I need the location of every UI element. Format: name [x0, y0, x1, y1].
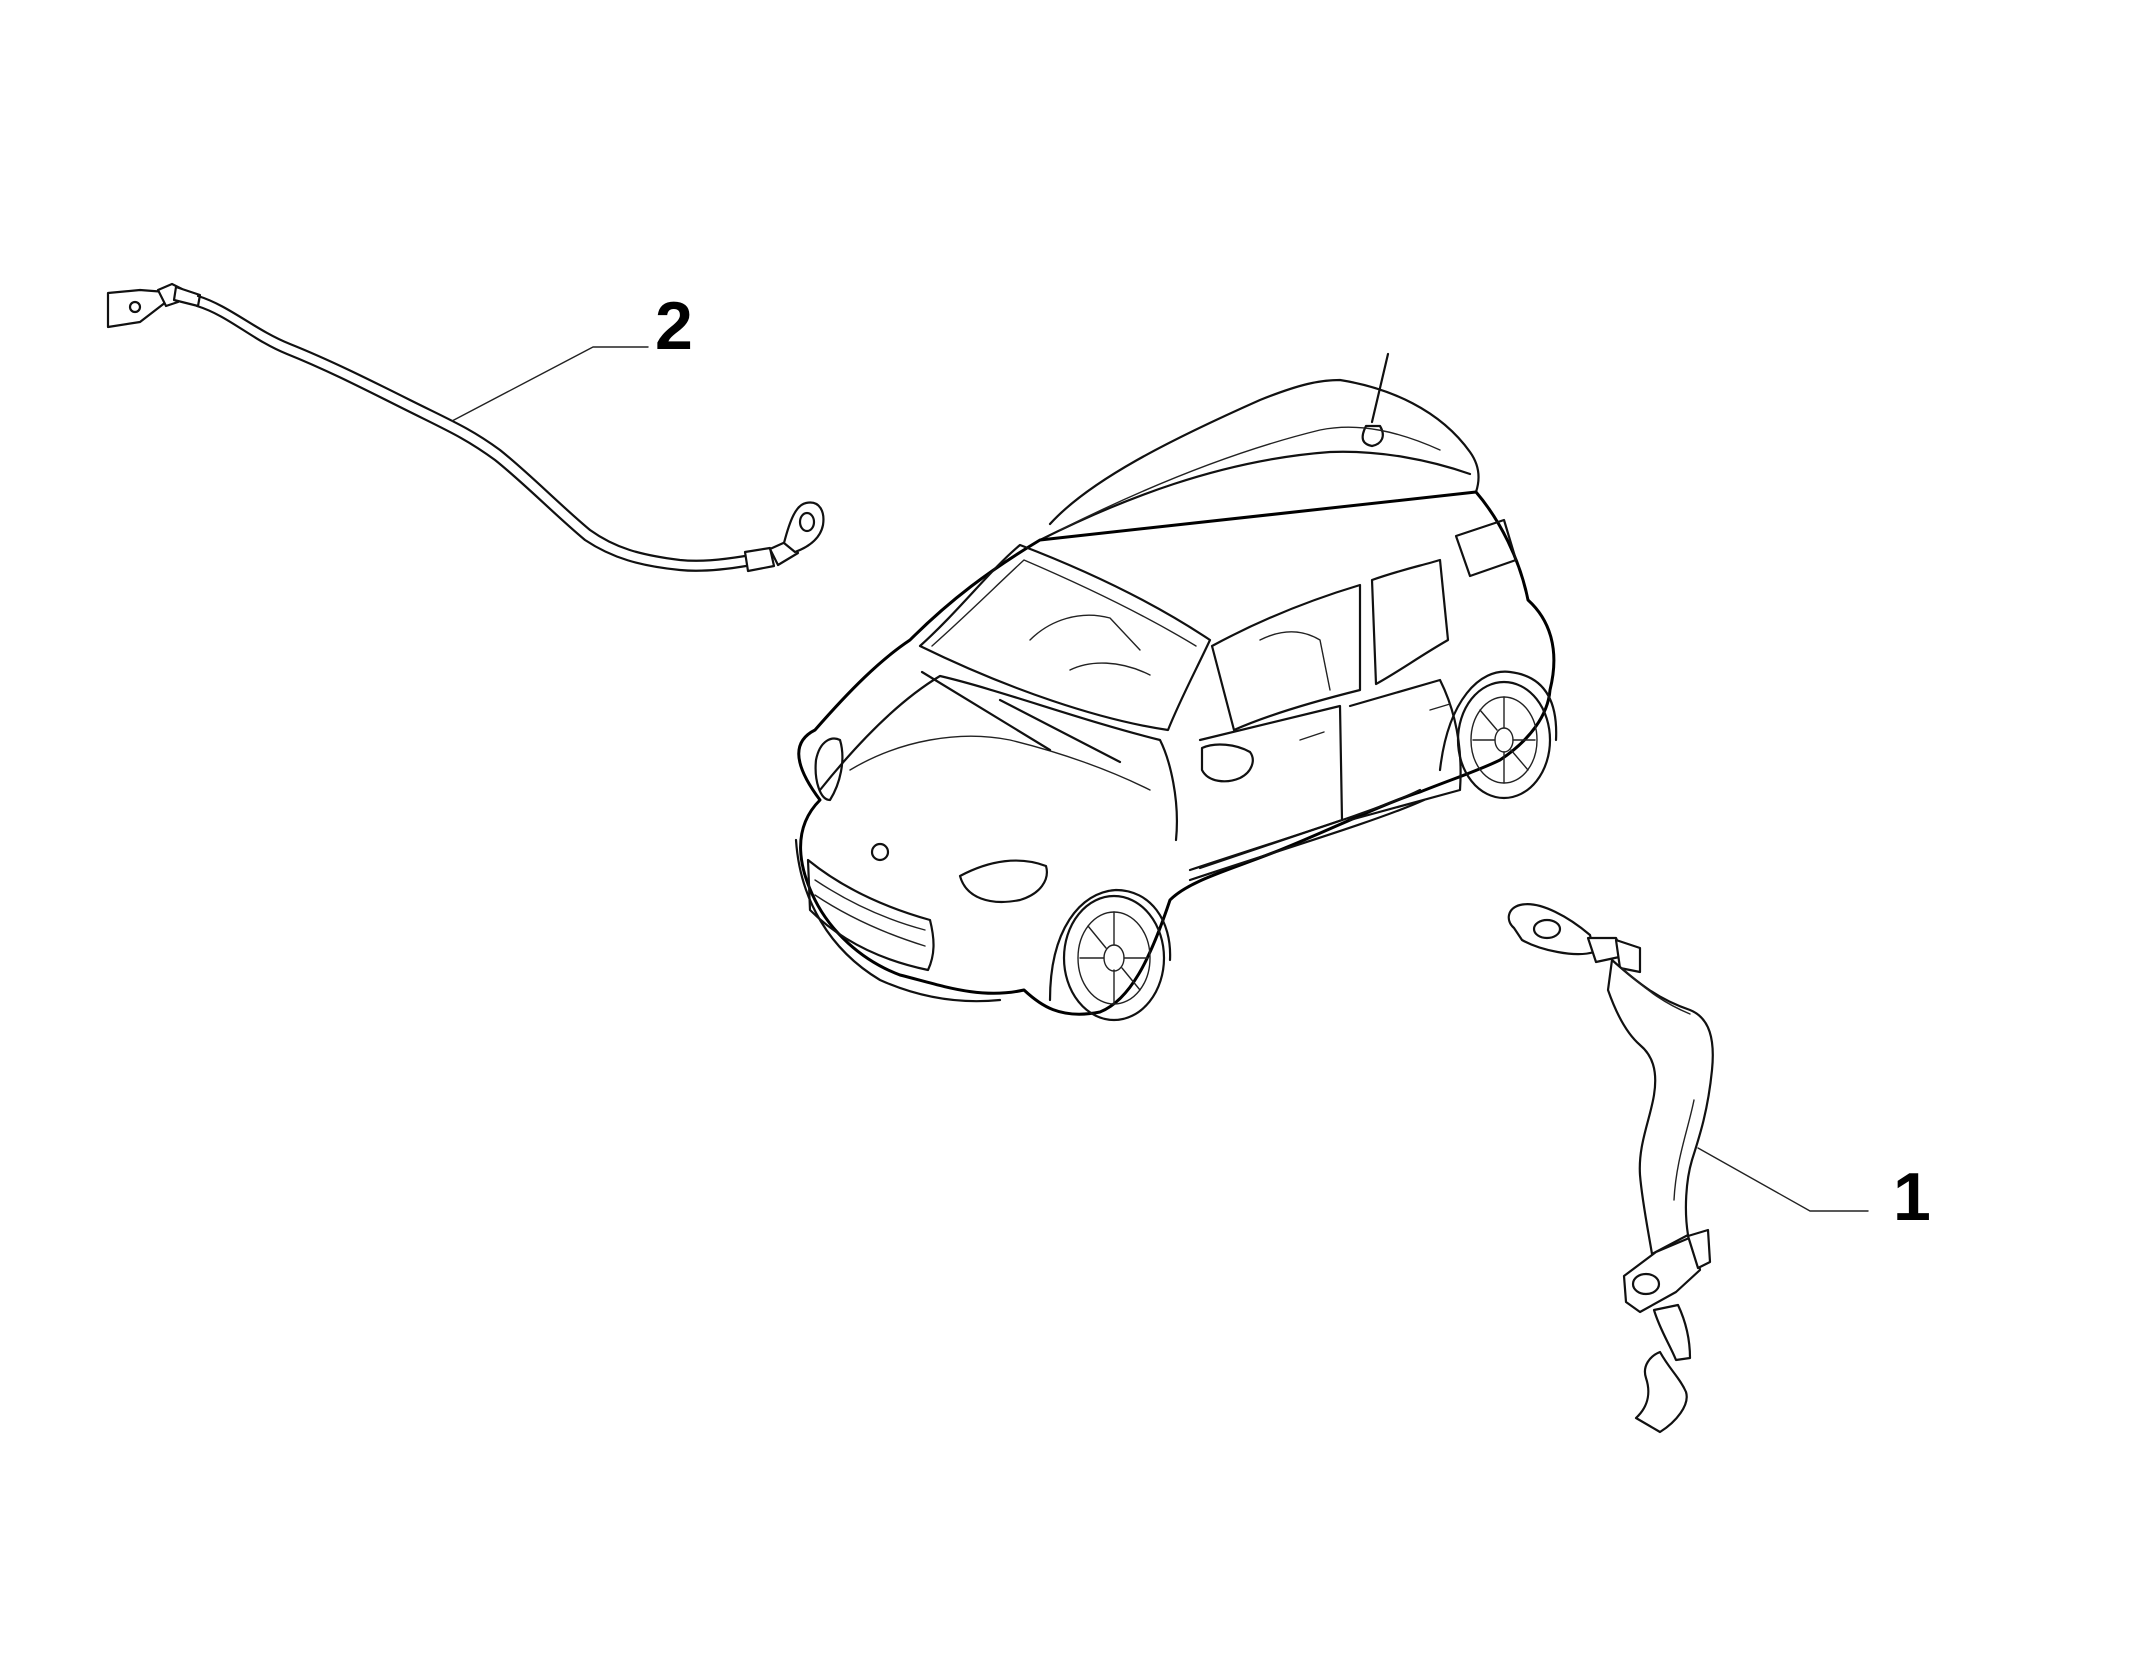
- part-2-ground-cable: [106, 282, 825, 573]
- callout-label-2: 2: [655, 288, 693, 364]
- car-illustration: [794, 352, 1558, 1022]
- part-1-ground-strap: [1507, 903, 1869, 1434]
- callout-label-1: 1: [1893, 1159, 1931, 1235]
